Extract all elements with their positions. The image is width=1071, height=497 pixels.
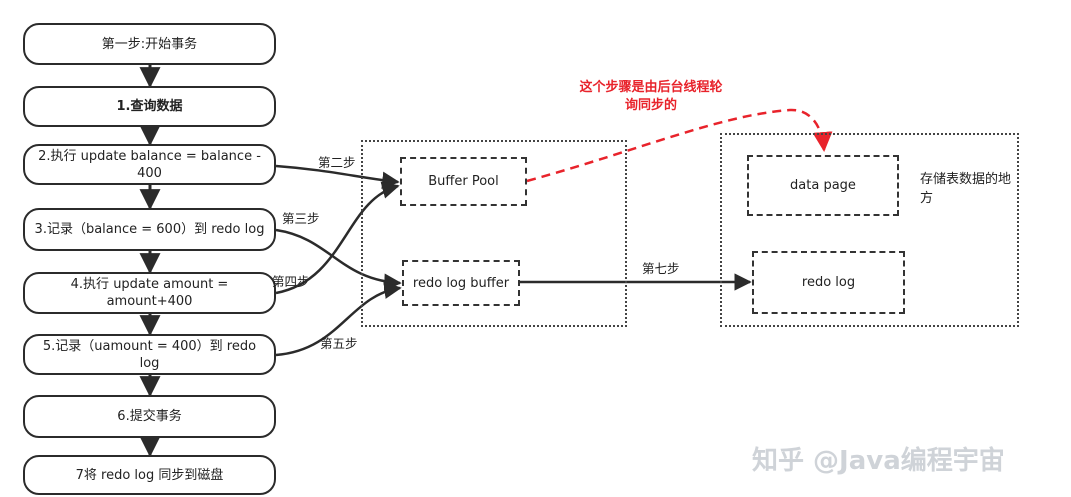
label-step-seven: 第七步 — [642, 261, 680, 276]
label-step-two: 第二步 — [318, 155, 356, 170]
step-commit: 6.提交事务 — [23, 395, 276, 438]
redo-log-box: redo log — [752, 251, 905, 314]
buffer-pool-box: Buffer Pool — [400, 157, 527, 206]
redo-log-buffer-box: redo log buffer — [402, 260, 520, 306]
step-update-balance: 2.执行 update balance = balance - 400 — [23, 144, 276, 185]
label-step-three: 第三步 — [282, 211, 320, 226]
edge-step3-redo-buffer — [275, 228, 402, 291]
memory-region — [361, 140, 627, 327]
step-query-data: 1.查询数据 — [23, 86, 276, 127]
disk-region — [720, 133, 1019, 327]
label-step-five: 第五步 — [320, 336, 358, 351]
edge-bg-sync — [526, 108, 833, 183]
step-flush-redo-log: 7将 redo log 同步到磁盘 — [23, 455, 276, 495]
edge-step4-buffer-pool — [275, 181, 400, 295]
edge-step2-buffer-pool — [275, 164, 400, 190]
watermark: 知乎 @Java编程宇宙 — [752, 446, 1005, 476]
background-sync-note: 这个步骤是由后台线程轮询同步的 — [579, 80, 723, 113]
data-page-box: data page — [747, 155, 899, 216]
step-update-amount: 4.执行 update amount = amount+400 — [23, 272, 276, 314]
label-step-four: 第四步 — [272, 274, 310, 289]
step-start-transaction: 第一步:开始事务 — [23, 23, 276, 65]
edge-step5-redo-buffer — [275, 281, 402, 357]
step-log-balance: 3.记录（balance = 600）到 redo log — [23, 208, 276, 251]
disk-storage-label: 存储表数据的地方 — [920, 172, 1012, 206]
step-log-amount: 5.记录（uamount = 400）到 redo log — [23, 334, 276, 375]
